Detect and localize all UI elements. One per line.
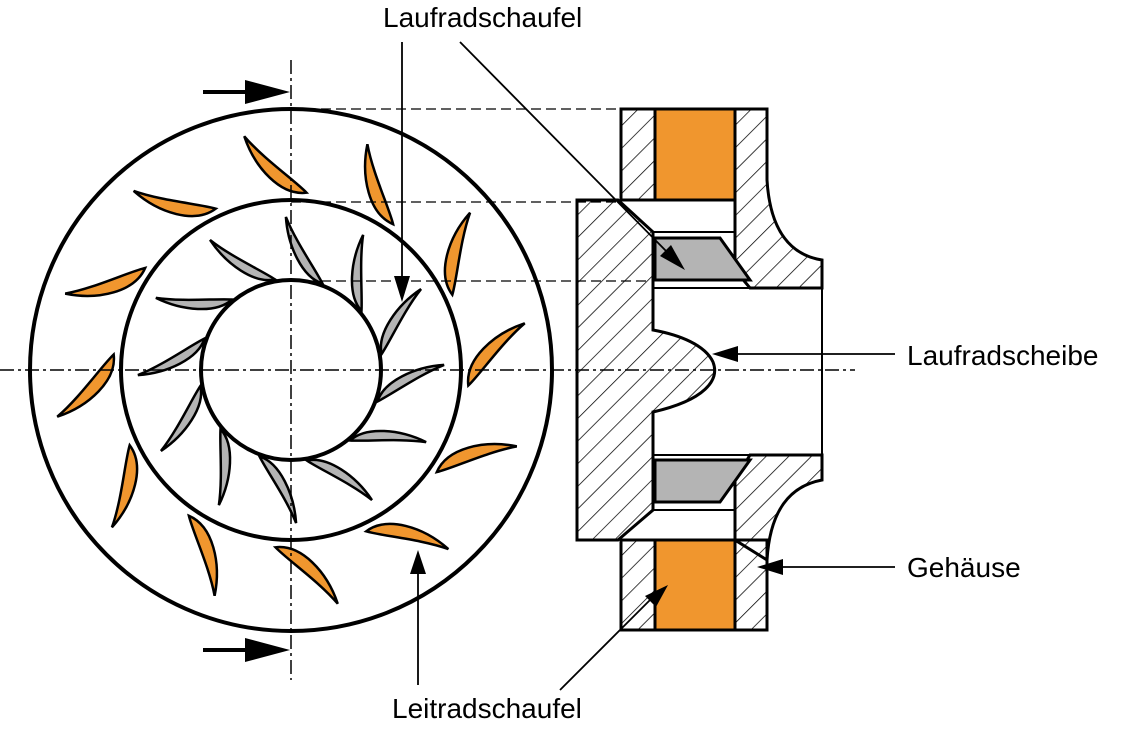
label-impeller-blade: Laufradschaufel [383,2,582,33]
housing-lower-left [619,538,657,632]
guide-vane-section-bottom [653,538,737,632]
housing-upper-right [733,107,824,290]
impeller-blade-7 [137,336,207,377]
impeller-blade-3 [303,458,373,502]
guide-vane-8 [64,266,148,298]
section-arrow-top [203,80,290,104]
section-arrow-bottom [203,638,290,662]
leader-lines [394,41,895,691]
impeller-blade-4 [257,454,298,524]
guide-vane-section-top [653,107,737,202]
guide-vanes [56,135,526,605]
front-view [0,60,855,680]
impeller-disk-section [575,198,716,542]
impeller-blade-10 [284,216,325,286]
guide-vane-5 [187,513,219,597]
impeller-blade-section-top [653,236,753,282]
impeller-blade-1 [375,363,445,404]
projection-lines [291,108,650,282]
guide-vane-6 [110,442,139,529]
label-impeller-disk: Laufradscheibe [907,340,1098,371]
guide-vane-9 [132,189,219,218]
guide-vane-12 [443,211,472,298]
impeller-blade-2 [347,429,427,444]
label-housing: Gehäuse [907,552,1021,583]
guide-vane-3 [363,522,450,551]
guide-vane-2 [434,442,518,474]
impeller-blade-section-bottom [653,458,753,504]
impeller-blade-6 [159,382,203,452]
impeller-blade-12 [379,288,423,358]
housing-lower-right [733,453,824,632]
impeller-blade-9 [209,238,279,282]
label-guide-vane: Leitradschaufel [392,693,582,724]
housing-upper-left [619,107,657,202]
impeller-blade-5 [217,426,232,506]
impeller-blade-11 [350,234,365,314]
impeller-blade-8 [155,296,235,311]
guide-vane-11 [363,143,395,227]
impeller-blades [137,216,445,524]
section-view [575,107,824,632]
